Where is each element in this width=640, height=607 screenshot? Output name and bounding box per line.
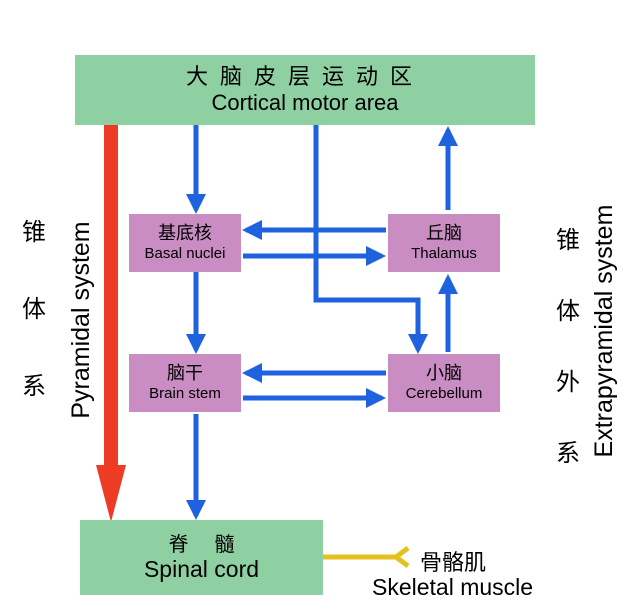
cortical-motor-area-box: 大脑皮层运动区 Cortical motor area bbox=[75, 55, 535, 125]
brain-stem-box: 脑干 Brain stem bbox=[129, 354, 241, 412]
pyramidal-char-3: 系 bbox=[22, 372, 46, 400]
cortex-label-cn: 大脑皮层运动区 bbox=[185, 64, 424, 90]
extrapyramidal-char-4: 系 bbox=[556, 439, 580, 467]
thalamus-label-cn: 丘脑 bbox=[426, 223, 462, 245]
extrapyramidal-label-en: Extrapyramidal system bbox=[590, 204, 618, 458]
extrapyramidal-char-3: 外 bbox=[556, 368, 580, 396]
thalamus-box: 丘脑 Thalamus bbox=[388, 214, 500, 272]
extrapyramidal-char-2: 体 bbox=[556, 297, 580, 325]
cerebellum-box: 小脑 Cerebellum bbox=[388, 354, 500, 412]
cortex-label-en: Cortical motor area bbox=[211, 90, 399, 115]
pyramidal-label-cn: 锥 体 系 bbox=[22, 212, 46, 401]
arrow-cortex-to-cerebellum bbox=[313, 125, 428, 354]
basal-nuclei-box: 基底核 Basal nuclei bbox=[129, 214, 241, 272]
pyramidal-label-en: Pyramidal system bbox=[67, 221, 95, 419]
spinal-cord-box: 脊髓 Spinal cord bbox=[80, 520, 323, 595]
brainstem-label-cn: 脑干 bbox=[167, 363, 203, 385]
cerebellum-label-cn: 小脑 bbox=[426, 363, 462, 385]
brainstem-label-en: Brain stem bbox=[149, 384, 221, 402]
extrapyramidal-label-cn: 锥 体 外 系 bbox=[556, 220, 580, 468]
pyramidal-char-2: 体 bbox=[22, 295, 46, 323]
cerebellum-label-en: Cerebellum bbox=[405, 384, 483, 402]
thalamus-label-en: Thalamus bbox=[411, 244, 477, 262]
spinal-label-en: Spinal cord bbox=[143, 555, 260, 582]
skeletal-muscle-label-cn: 骨骼肌 bbox=[420, 551, 487, 576]
pyramidal-char-1: 锥 bbox=[22, 218, 46, 246]
basal-label-en: Basal nuclei bbox=[144, 244, 226, 262]
pyramidal-arrow bbox=[96, 125, 126, 522]
basal-label-cn: 基底核 bbox=[158, 223, 212, 245]
spinal-label-cn: 脊髓 bbox=[168, 531, 261, 556]
extrapyramidal-char-1: 锥 bbox=[556, 226, 580, 254]
skeletal-muscle-label-en: Skeletal muscle bbox=[372, 574, 534, 600]
